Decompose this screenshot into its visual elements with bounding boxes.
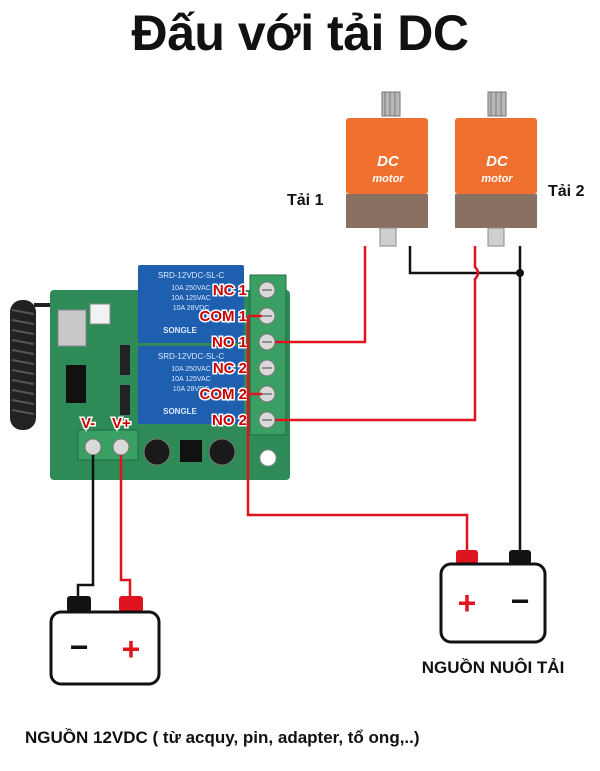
load-battery-minus-terminal bbox=[509, 550, 531, 564]
load-battery-plus-terminal bbox=[456, 550, 478, 564]
ic-chip bbox=[66, 365, 86, 403]
terminal-screw-vplus bbox=[112, 438, 130, 456]
supply-battery-body bbox=[49, 610, 161, 686]
supply-battery-plus-terminal bbox=[119, 596, 143, 612]
wire-12v-positive bbox=[119, 455, 132, 600]
relay-2-spec-3: 10A 28VDC bbox=[173, 386, 210, 393]
motor-1: DC motor bbox=[346, 91, 428, 247]
relay-board: SRD-12VDC-SL-C 10A 250VAC 10A 125VAC 10A… bbox=[50, 265, 290, 480]
input-label-vplus: V+ bbox=[112, 415, 131, 432]
load-battery-body bbox=[439, 562, 547, 644]
relay-1-spec-3: 10A 28VDC bbox=[173, 305, 210, 312]
motor-2-body bbox=[455, 118, 537, 194]
wire-com-to-load-plus bbox=[246, 316, 469, 556]
supply-12v-battery: − + bbox=[49, 596, 161, 686]
load-power-label: NGUỒN NUÔI TẢI bbox=[422, 658, 565, 677]
antenna-coil bbox=[10, 300, 55, 430]
motor-1-base bbox=[346, 194, 428, 228]
capacitor-1 bbox=[143, 438, 171, 466]
supply-battery-plus-sign: + bbox=[122, 631, 141, 667]
terminal-label-nc1: NC 1 bbox=[213, 282, 247, 299]
relay-1-model: SRD-12VDC-SL-C bbox=[158, 271, 224, 280]
wire-motor1-to-no1 bbox=[275, 246, 367, 344]
motor-1-text-motor: motor bbox=[372, 173, 404, 185]
supply-battery-minus-terminal bbox=[67, 596, 91, 612]
terminal-label-no2: NO 2 bbox=[212, 412, 247, 429]
relay-1-brand: SONGLE bbox=[163, 326, 197, 335]
supply-footer-label: NGUỒN 12VDC ( từ acquy, pin, adapter, tổ… bbox=[25, 728, 420, 747]
relay-2-brand: SONGLE bbox=[163, 407, 197, 416]
capacitor-2 bbox=[208, 438, 236, 466]
load-battery-minus-sign: − bbox=[511, 583, 530, 619]
switch bbox=[89, 303, 111, 325]
motor-2-text-motor: motor bbox=[481, 173, 513, 185]
motor-1-shaft bbox=[379, 227, 397, 247]
diode-1 bbox=[120, 345, 130, 375]
motor-2-text-dc: DC bbox=[486, 153, 509, 170]
wires bbox=[76, 246, 522, 600]
diode-2 bbox=[120, 385, 130, 415]
load-2-label: Tải 2 bbox=[548, 183, 585, 200]
relay-1-spec-2: 10A 125VAC bbox=[171, 295, 211, 302]
page-title: Đấu với tải DC bbox=[131, 5, 469, 61]
motor-2: DC motor bbox=[455, 91, 537, 247]
input-label-vminus: V- bbox=[81, 415, 95, 432]
relay-1 bbox=[138, 265, 244, 343]
regulator bbox=[180, 440, 202, 462]
terminal-label-nc2: NC 2 bbox=[213, 360, 247, 377]
wire-junction bbox=[516, 269, 524, 277]
mount-hole bbox=[259, 449, 277, 467]
motor-1-body bbox=[346, 118, 428, 194]
load-power-battery: + − bbox=[439, 550, 547, 644]
motor-1-text-dc: DC bbox=[377, 153, 400, 170]
terminal-label-com2: COM 2 bbox=[199, 386, 247, 403]
terminal-screw-vminus bbox=[84, 438, 102, 456]
load-battery-plus-sign: + bbox=[458, 585, 477, 621]
wire-12v-negative bbox=[76, 455, 95, 600]
supply-battery-minus-sign: − bbox=[70, 629, 89, 665]
relay-2-spec-2: 10A 125VAC bbox=[171, 376, 211, 383]
terminal-label-no1: NO 1 bbox=[212, 334, 247, 351]
relay-2-spec-1: 10A 250VAC bbox=[171, 366, 211, 373]
motor-2-shaft bbox=[487, 227, 505, 247]
wire-motor2-to-no2 bbox=[275, 246, 480, 422]
terminal-label-com1: COM 1 bbox=[199, 308, 247, 325]
motor-2-base bbox=[455, 194, 537, 228]
wire-motor1-negative bbox=[408, 246, 520, 275]
relay-2 bbox=[138, 346, 244, 424]
crystal bbox=[57, 309, 87, 347]
load-1-label: Tải 1 bbox=[287, 192, 324, 209]
relay-2-model: SRD-12VDC-SL-C bbox=[158, 352, 224, 361]
relay-1-spec-1: 10A 250VAC bbox=[171, 285, 211, 292]
output-terminal-block bbox=[249, 274, 287, 436]
